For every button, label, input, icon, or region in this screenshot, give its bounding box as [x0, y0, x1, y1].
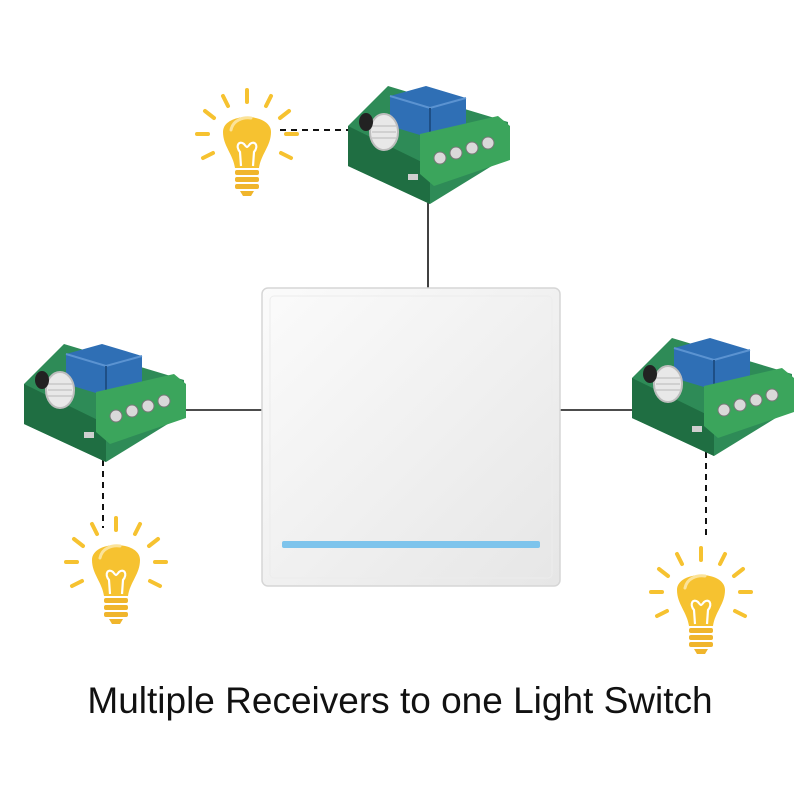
receiver-module-top [347, 85, 511, 205]
diagram-caption: Multiple Receivers to one Light Switch [87, 680, 713, 721]
light-bulb-icon-left [64, 516, 168, 626]
receiver-module-right [631, 337, 795, 457]
switch-indicator-strip [282, 541, 540, 548]
light-bulb-icon-right [649, 546, 753, 656]
wall-light-switch [261, 287, 561, 587]
light-bulb-icon-top [195, 88, 299, 198]
receiver-module-left [23, 343, 187, 463]
